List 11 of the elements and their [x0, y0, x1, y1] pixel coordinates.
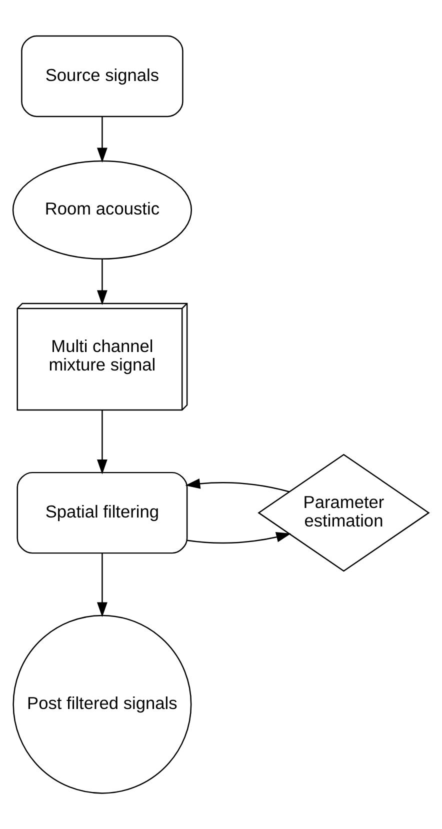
- node-circle: Post filtered signals: [12, 614, 192, 794]
- arrow: [185, 478, 290, 492]
- arrow: [187, 532, 292, 544]
- arrow: [97, 553, 108, 618]
- node-diamond: Parameter estimation: [258, 454, 430, 572]
- node-box: Spatial filtering: [16, 472, 188, 554]
- node-box: Source signals: [21, 35, 184, 118]
- arrow: [97, 259, 108, 306]
- node-ellipse: Room acoustic: [12, 160, 192, 260]
- arrow: [97, 410, 108, 474]
- arrow: [97, 116, 108, 163]
